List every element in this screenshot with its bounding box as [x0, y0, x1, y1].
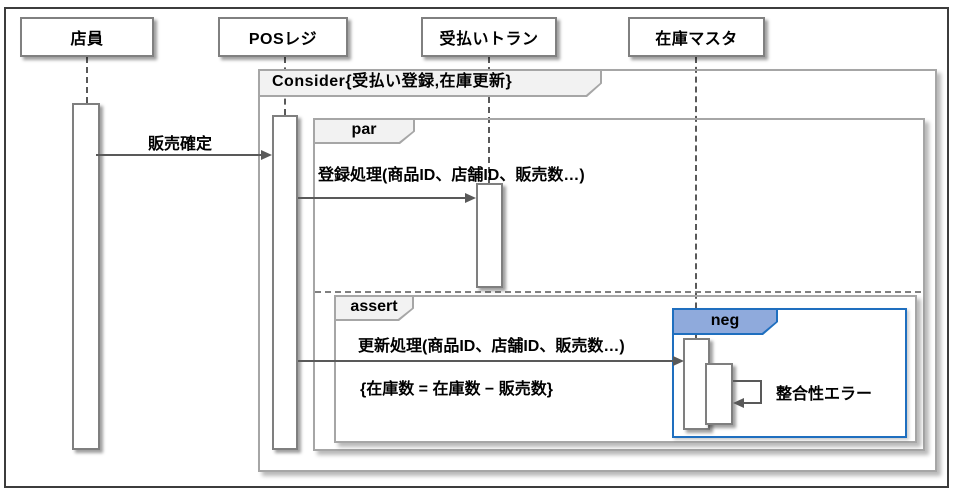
neg-frame [672, 308, 907, 438]
par-frame-label: par [313, 118, 415, 144]
activation-clerk [72, 103, 100, 450]
message-label-sale-confirm: 販売確定 [148, 136, 213, 153]
par-frame-label-text: par [351, 121, 377, 138]
neg-frame-label-text: neg [710, 312, 740, 329]
lifeline-head-clerk: 店員 [20, 17, 154, 57]
activation-pos [272, 115, 298, 450]
message-label-register: 登録処理(商品ID、店舗ID、販売数…) [318, 167, 585, 184]
lifeline-clerk [86, 57, 88, 103]
arrowhead-update [673, 356, 684, 366]
activation-inventory-nested [705, 363, 733, 425]
par-divider [315, 291, 921, 293]
lifeline-head-transaction: 受払いトラン [421, 17, 557, 57]
arrowhead-register [465, 193, 476, 203]
self-message-bottom [744, 402, 762, 404]
arrowhead-self-error [733, 398, 744, 408]
lifeline-head-pos: POSレジ [218, 17, 348, 57]
message-line-sale-confirm [96, 154, 262, 156]
self-message-top [733, 380, 762, 382]
self-message-side [760, 380, 762, 404]
activation-transaction [476, 183, 503, 288]
consider-frame-label-text: Consider{受払い登録,在庫更新} [272, 73, 513, 90]
consider-frame-label: Consider{受払い登録,在庫更新} [258, 69, 602, 97]
assert-frame-label-text: assert [350, 298, 398, 315]
arrowhead-sale-confirm [261, 150, 272, 160]
message-label-update: 更新処理(商品ID、店舗ID、販売数…) [358, 338, 625, 355]
state-constraint-label: {在庫数 = 在庫数 − 販売数} [360, 381, 553, 398]
message-line-register [298, 197, 466, 199]
message-label-self-error: 整合性エラー [776, 386, 873, 403]
assert-frame [334, 295, 917, 443]
lifeline-transaction [488, 57, 490, 183]
lifeline-inventory [695, 57, 697, 338]
lifeline-head-inventory: 在庫マスタ [628, 17, 765, 57]
assert-frame-label: assert [334, 295, 414, 321]
diagram-border [4, 7, 949, 488]
neg-frame-label: neg [672, 308, 778, 335]
message-line-update [298, 360, 674, 362]
par-frame [313, 118, 925, 451]
